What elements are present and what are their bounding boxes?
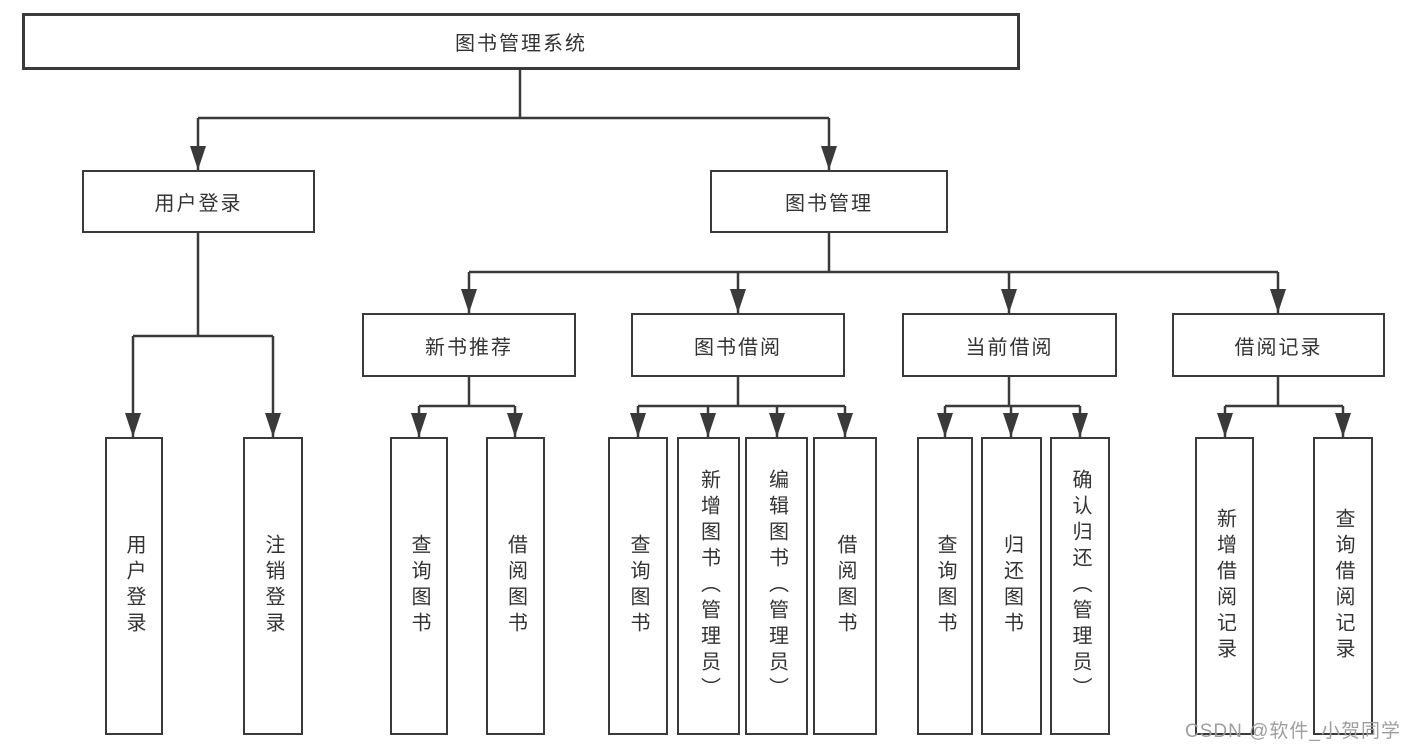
node-leaf-bb-edit: 编辑图书（管理员） bbox=[745, 437, 808, 735]
node-leaf-user-login-label: 用户登录 bbox=[123, 534, 145, 638]
node-leaf-bb-edit-label: 编辑图书（管理员） bbox=[765, 469, 788, 703]
node-current-borrow-label: 当前借阅 bbox=[965, 336, 1054, 359]
node-leaf-bb-query: 查询图书 bbox=[608, 437, 668, 735]
node-leaf-logout: 注销登录 bbox=[243, 437, 303, 735]
node-leaf-cb-return-label: 归还图书 bbox=[1000, 534, 1023, 638]
node-leaf-bb-query-label: 查询图书 bbox=[627, 534, 649, 638]
node-leaf-cb-query: 查询图书 bbox=[917, 437, 973, 735]
node-leaf-nb-borrow: 借阅图书 bbox=[486, 437, 545, 735]
csdn-watermark: CSDN @软件_小贺同学 bbox=[1185, 721, 1401, 742]
node-book-mgmt-label: 图书管理 bbox=[785, 193, 873, 215]
node-leaf-bb-add: 新增图书（管理员） bbox=[677, 437, 740, 735]
node-borrow-records: 借阅记录 bbox=[1172, 313, 1385, 377]
node-leaf-logout-label: 注销登录 bbox=[262, 534, 284, 638]
node-root-label: 图书管理系统 bbox=[455, 33, 587, 55]
tree-edges bbox=[131, 70, 1345, 437]
node-leaf-bb-borrow: 借阅图书 bbox=[813, 437, 877, 735]
node-leaf-cb-query-label: 查询图书 bbox=[934, 534, 956, 638]
node-borrow-records-label: 借阅记录 bbox=[1234, 336, 1323, 359]
node-leaf-br-query-label: 查询借阅记录 bbox=[1332, 508, 1354, 664]
node-user-login-group-label: 用户登录 bbox=[154, 193, 243, 215]
node-leaf-br-query: 查询借阅记录 bbox=[1313, 437, 1373, 735]
node-new-book-rec: 新书推荐 bbox=[362, 313, 576, 377]
node-leaf-br-add-label: 新增借阅记录 bbox=[1213, 508, 1236, 664]
node-user-login-group: 用户登录 bbox=[82, 170, 315, 233]
node-leaf-cb-return: 归还图书 bbox=[981, 437, 1042, 735]
node-leaf-cb-confirm-label: 确认归还（管理员） bbox=[1069, 469, 1091, 703]
node-book-borrow-label: 图书借阅 bbox=[694, 336, 782, 359]
node-leaf-cb-confirm: 确认归还（管理员） bbox=[1050, 437, 1110, 735]
node-leaf-br-add: 新增借阅记录 bbox=[1195, 437, 1254, 735]
node-leaf-user-login: 用户登录 bbox=[105, 437, 163, 735]
node-leaf-nb-query-label: 查询图书 bbox=[408, 534, 430, 638]
node-leaf-nb-borrow-label: 借阅图书 bbox=[504, 534, 527, 638]
node-book-mgmt: 图书管理 bbox=[710, 170, 948, 233]
node-leaf-nb-query: 查询图书 bbox=[390, 437, 448, 735]
node-root: 图书管理系统 bbox=[22, 13, 1020, 70]
node-leaf-bb-borrow-label: 借阅图书 bbox=[834, 534, 856, 638]
node-current-borrow: 当前借阅 bbox=[902, 313, 1117, 377]
node-book-borrow: 图书借阅 bbox=[631, 313, 845, 377]
node-new-book-rec-label: 新书推荐 bbox=[425, 336, 513, 359]
node-leaf-bb-add-label: 新增图书（管理员） bbox=[697, 469, 720, 703]
